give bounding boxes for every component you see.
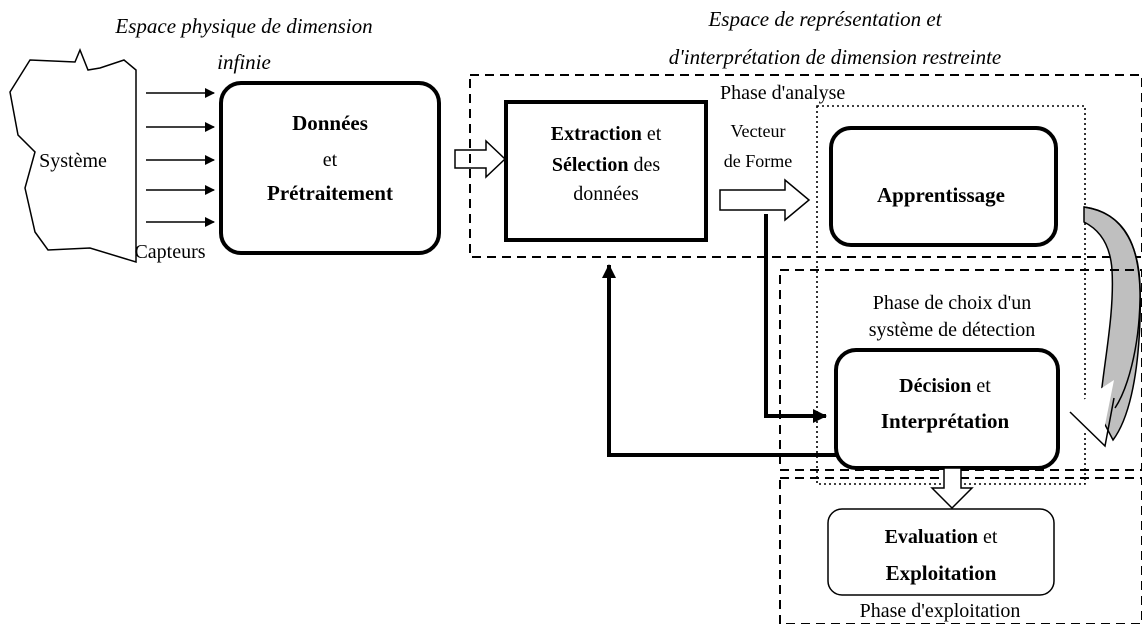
node-donnees — [219, 81, 441, 255]
heading-physical-line1: Espace physique de dimension — [114, 14, 372, 38]
arrow-vecteur — [719, 178, 811, 222]
system-shape — [9, 48, 137, 264]
curved-arrow-outer — [1083, 206, 1141, 409]
node-extraction-line2: Sélection des — [552, 154, 661, 176]
phase-analyse-region — [469, 74, 1142, 258]
node-donnees-bold1: Données — [292, 111, 368, 135]
sensors-label: Capteurs — [134, 241, 205, 263]
arrow-feedback — [602, 264, 836, 457]
arrow-donnees-to-extraction — [454, 139, 507, 179]
node-donnees-bold2: Prétraitement — [267, 181, 393, 205]
phase-choix-line1: Phase de choix d'un — [873, 292, 1032, 314]
curved-arrow-head — [1069, 397, 1115, 448]
node-decision-line2: Interprétation — [881, 409, 1010, 433]
node-evaluation-line1: Evaluation et — [885, 526, 998, 548]
phase-exploitation-label: Phase d'exploitation — [860, 600, 1021, 622]
node-donnees-plain: et — [323, 149, 338, 171]
node-decision-line1: Décision et — [899, 375, 991, 397]
curved-arrow-head-fill — [1068, 380, 1114, 450]
node-apprentissage-label: Apprentissage — [877, 183, 1005, 207]
heading-representation-line2: d'interprétation de dimension restreinte — [669, 45, 1001, 69]
phase-choix-line2: système de détection — [869, 319, 1036, 341]
node-apprentissage — [829, 126, 1058, 247]
node-evaluation — [827, 508, 1055, 596]
node-evaluation-line2: Exploitation — [886, 561, 997, 585]
node-extraction-line1: Extraction et — [551, 123, 662, 145]
arrow-decision-to-evaluation — [930, 467, 974, 510]
vector-label-line2: de Forme — [724, 151, 792, 171]
vector-label-line1: Vecteur — [731, 121, 786, 141]
phase-analyse-label: Phase d'analyse — [720, 82, 845, 104]
heading-representation-line1: Espace de représentation et — [707, 7, 942, 31]
heading-physical-line2: infinie — [217, 50, 271, 74]
system-label: Système — [39, 150, 107, 172]
arrow-extraction-to-decision — [764, 214, 827, 423]
node-extraction-line3: données — [573, 183, 639, 205]
node-extraction — [504, 100, 708, 242]
sensor-arrows — [146, 88, 215, 227]
